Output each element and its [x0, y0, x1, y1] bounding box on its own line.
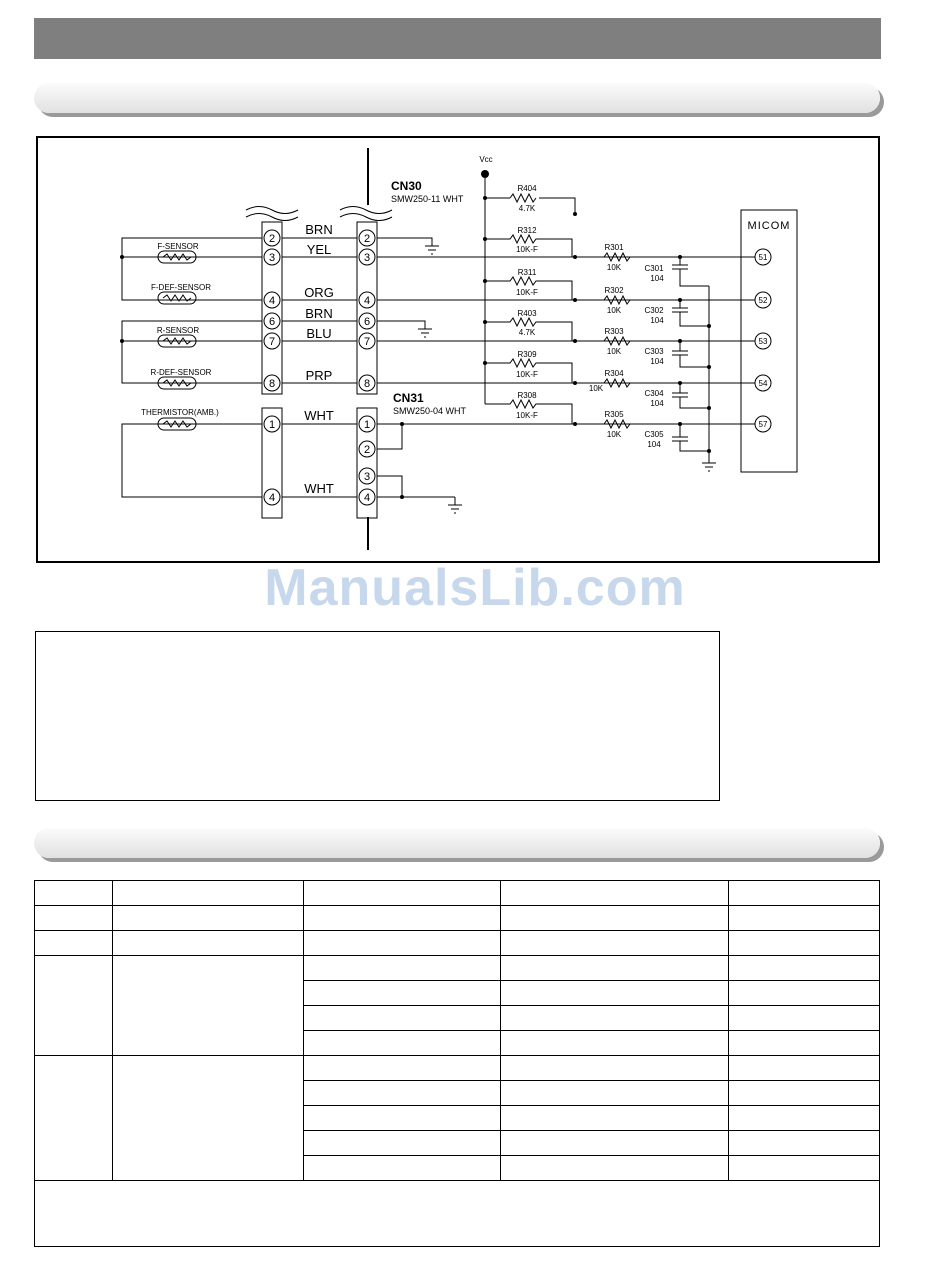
resistor-value: 4.7K	[519, 328, 536, 337]
section-heading-bar-2	[34, 828, 880, 858]
description-box	[35, 631, 720, 801]
pin-label: 8	[269, 378, 275, 390]
table-row	[34, 1055, 880, 1181]
pin-label: 3	[269, 252, 275, 264]
sensor-label: THERMISTOR(AMB.)	[141, 408, 219, 417]
resistor-value: 10K	[607, 306, 622, 315]
pin-label: 2	[269, 233, 275, 245]
vcc-terminal	[481, 170, 489, 178]
vcc-label: Vcc	[479, 155, 492, 164]
pin-label: 1	[269, 419, 275, 431]
wire-color-label: BLU	[306, 326, 331, 341]
table-row	[34, 905, 880, 931]
micom-pin-label: 52	[759, 296, 768, 305]
table-row	[34, 955, 880, 1056]
pin-label: 7	[269, 336, 275, 348]
sensor-label: R-SENSOR	[157, 326, 199, 335]
capacitor-value: 104	[650, 399, 664, 408]
resistor-label: R305	[604, 410, 624, 419]
resistor-label: R308	[517, 391, 537, 400]
table-row	[35, 1005, 880, 1031]
resistor-value: 10K	[607, 263, 622, 272]
resistor-value: 10K	[607, 430, 622, 439]
pin-label: 4	[364, 295, 370, 307]
sensor-label: F-DEF-SENSOR	[151, 283, 211, 292]
sensor-label: R-DEF-SENSOR	[151, 368, 212, 377]
wire-color-label: BRN	[305, 306, 332, 321]
pin-label: 2	[364, 444, 370, 456]
capacitor-value: 104	[650, 316, 664, 325]
resistor-value: 10K-F	[516, 245, 538, 254]
pin-label: 4	[364, 492, 370, 504]
micom-pin-label: 51	[759, 253, 768, 262]
cn31-label: CN31	[393, 391, 424, 405]
capacitor-value: 104	[647, 440, 661, 449]
resistor-value: 10K-F	[516, 411, 538, 420]
pin-label: 3	[364, 252, 370, 264]
resistor-value: 10K	[607, 347, 622, 356]
sensor-circuit-schematic: 2 3 4 6 7 8 2 3 4 6 7 8 1 4 1 2 3 4 51 5…	[120, 148, 798, 550]
micom-pin-label: 53	[759, 337, 768, 346]
spec-table	[34, 880, 880, 1247]
capacitor-label: C305	[644, 430, 664, 439]
resistor-label: R312	[517, 226, 537, 235]
pin-label: 2	[364, 233, 370, 245]
wire-color-label: PRP	[306, 368, 333, 383]
capacitor-label: C302	[644, 306, 664, 315]
resistor-label: R302	[604, 286, 624, 295]
capacitor-label: C303	[644, 347, 664, 356]
resistor-value: 10K-F	[516, 288, 538, 297]
pin-label: 6	[364, 316, 370, 328]
resistor-label: R304	[604, 369, 624, 378]
table-row	[34, 880, 880, 906]
capacitor-value: 104	[650, 357, 664, 366]
pin-label: 7	[364, 336, 370, 348]
wire-color-label: YEL	[307, 242, 332, 257]
pin-label: 1	[364, 419, 370, 431]
capacitor-value: 104	[650, 274, 664, 283]
pin-label: 3	[364, 471, 370, 483]
micom-label: MICOM	[748, 220, 791, 232]
resistor-label: R404	[517, 184, 537, 193]
pin-label: 8	[364, 378, 370, 390]
table-row	[35, 1080, 880, 1106]
pin-label: 4	[269, 492, 275, 504]
wire-color-label: BRN	[305, 222, 332, 237]
sensor-label: F-SENSOR	[157, 242, 199, 251]
resistor-label: R403	[517, 309, 537, 318]
resistor-value: 10K-F	[516, 370, 538, 379]
resistor-label: R311	[518, 268, 537, 277]
micom-pin-label: 57	[759, 420, 768, 429]
watermark: ManualsLib.com	[264, 559, 686, 617]
resistor-label: R301	[604, 243, 624, 252]
resistor-label: R303	[604, 327, 624, 336]
table-row	[34, 930, 880, 956]
cn30-part: SMW250-11 WHT	[391, 194, 464, 204]
resistor-label: R309	[517, 350, 537, 359]
table-footer-row	[34, 1180, 880, 1247]
pin-label: 6	[269, 316, 275, 328]
resistor-value: 10K	[589, 384, 604, 393]
header-bar	[34, 18, 881, 59]
pin-label: 4	[269, 295, 275, 307]
wire-color-label: WHT	[304, 481, 334, 496]
schematic-frame: 2 3 4 6 7 8 2 3 4 6 7 8 1 4 1 2 3 4 51 5…	[36, 136, 880, 563]
cn31-part: SMW250-04 WHT	[393, 406, 467, 416]
table-row	[35, 1105, 880, 1131]
capacitor-label: C304	[644, 389, 664, 398]
micom-pin-label: 54	[759, 379, 768, 388]
wire-color-label: WHT	[304, 408, 334, 423]
section-heading-bar-1	[34, 83, 880, 113]
cn30-label: CN30	[391, 179, 422, 193]
table-row	[35, 1030, 880, 1056]
wire-color-label: ORG	[304, 285, 334, 300]
resistor-value: 4.7K	[519, 204, 536, 213]
capacitor-label: C301	[644, 264, 664, 273]
